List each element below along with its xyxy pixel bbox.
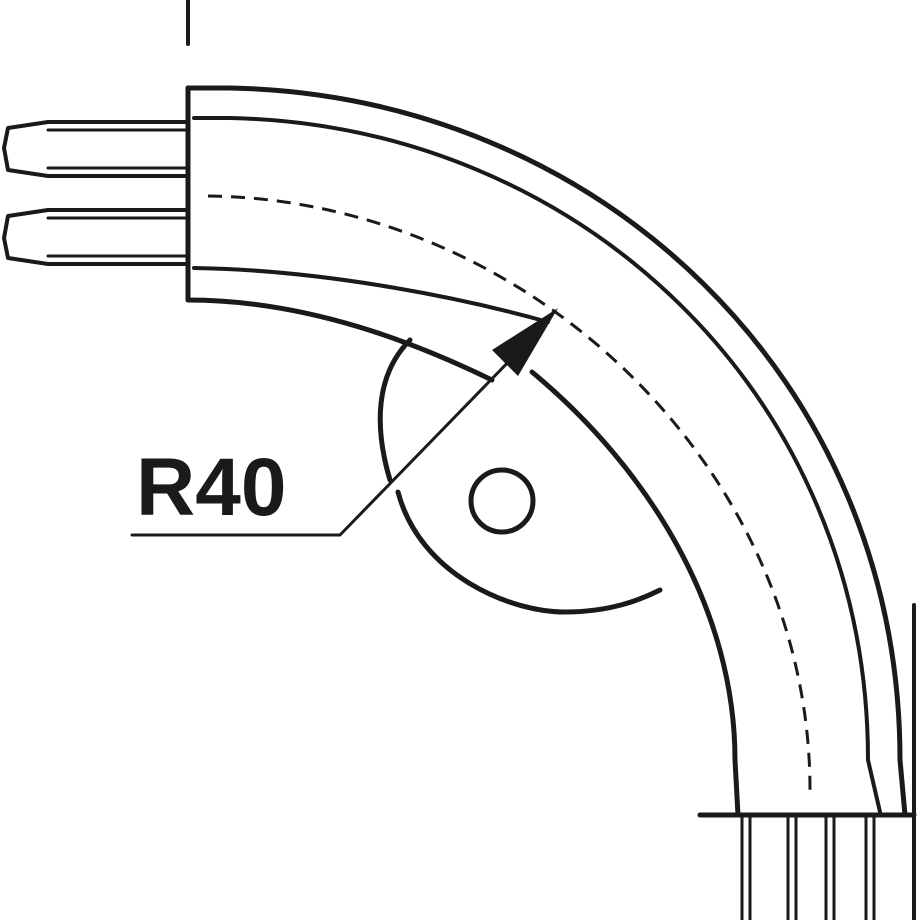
inner-inner-arc [192, 266, 550, 324]
lead-1 [740, 813, 752, 920]
inner-arc-lower [529, 369, 741, 818]
lead-4 [864, 813, 876, 920]
mounting-hole [468, 467, 536, 535]
outer-inner-arc [192, 116, 882, 814]
dimension-leader [130, 350, 520, 537]
inner-arc-upper [185, 297, 495, 383]
mounting-lobe [377, 337, 413, 483]
pin-lower-groove [46, 216, 190, 258]
mounting-lobe-lower [395, 489, 663, 615]
pin-upper-groove [46, 128, 190, 170]
outer-arc [185, 85, 908, 818]
connector-pins [2, 120, 190, 266]
lead-2 [786, 813, 798, 920]
lead-3 [824, 813, 836, 920]
pin-upper [2, 120, 190, 178]
bottom-leads [740, 813, 876, 920]
centerline-dashed [207, 194, 812, 791]
radius-label: R40 [136, 442, 286, 533]
pin-lower [2, 208, 190, 266]
dimension-arrowhead [492, 308, 558, 376]
